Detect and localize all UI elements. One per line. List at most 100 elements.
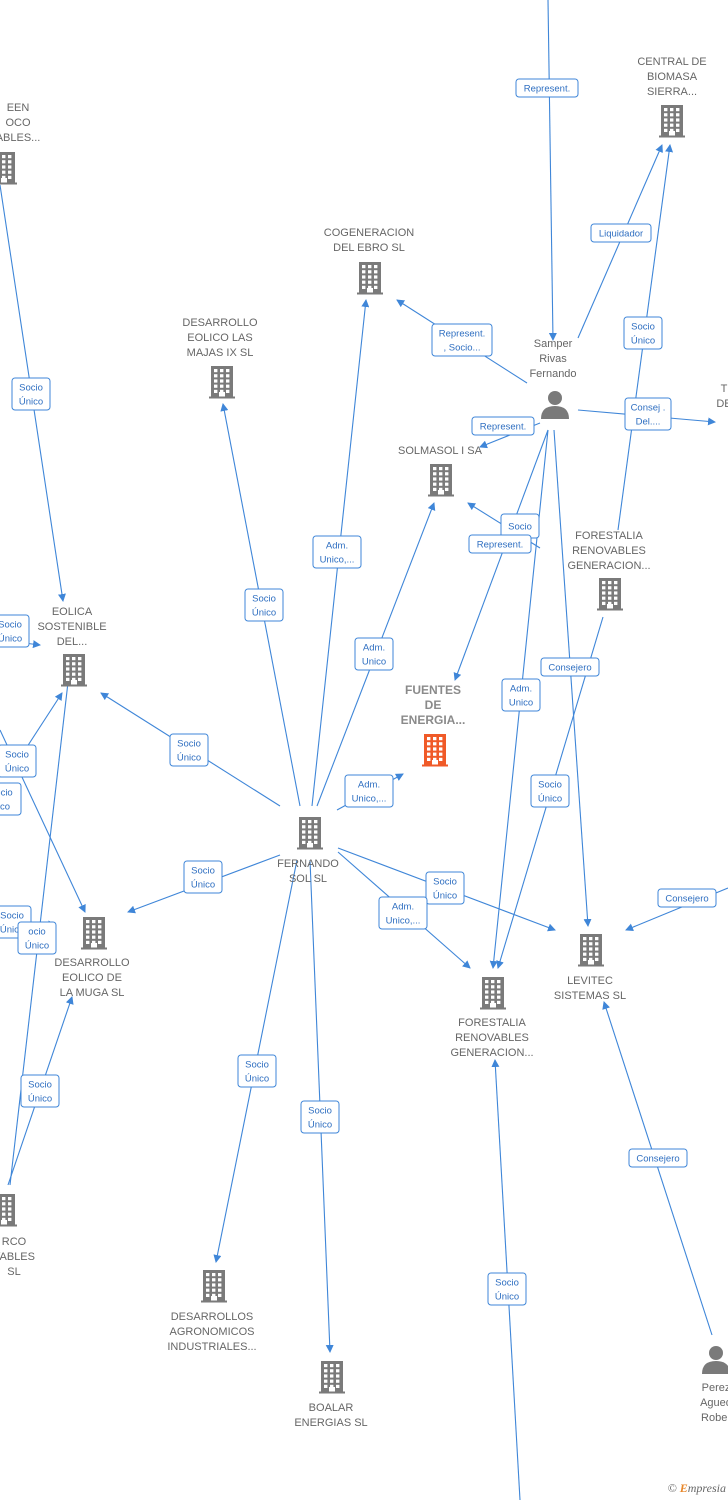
edge-label-text: Único — [308, 1120, 332, 1131]
copyright-symbol: © — [667, 1481, 677, 1495]
brand-name: mpresia — [687, 1481, 726, 1495]
node-forestalia2[interactable]: FORESTALIARENOVABLESGENERACION... — [450, 977, 534, 1059]
node-label: SL — [7, 1266, 20, 1278]
company-building-icon — [659, 105, 685, 138]
edge-label-text: Del.... — [636, 417, 661, 428]
edge-label-text: Único — [245, 1074, 269, 1085]
node-perez[interactable]: PerezAguedRober — [700, 1346, 728, 1424]
edge-label-e-rep-fuentes[interactable]: Represent. — [468, 534, 532, 554]
edge-label-e-consejero-lev[interactable]: Consejero — [657, 888, 717, 908]
node-central[interactable]: CENTRAL DEBIOMASASIERRA... — [637, 56, 707, 138]
edge-label-text: Unico — [509, 698, 533, 709]
edge-label-text: Adm. — [510, 684, 532, 695]
edge-e-socio-f1 — [553, 429, 592, 927]
node-solmasol[interactable]: SOLMASOL I SA — [398, 445, 483, 497]
edge-label-text: ocio — [0, 788, 13, 799]
edge-label-e-adm-fuentes[interactable]: Adm.Unico,... — [344, 774, 394, 808]
edge-label-e-top[interactable]: Represent. — [515, 78, 579, 98]
focus-company-icon — [422, 734, 448, 767]
edge-label-text: Socio — [0, 911, 24, 922]
edge-e-consejero-perez — [602, 1001, 713, 1336]
node-label: DE — [425, 698, 442, 712]
node-label: DESARROLLOS — [171, 1311, 254, 1323]
node-label: Rober — [701, 1412, 728, 1424]
node-label: FERNANDO — [277, 858, 339, 870]
edge-label-box — [624, 397, 672, 431]
edge-label-text: Socio — [508, 522, 532, 533]
company-building-icon — [597, 578, 623, 611]
edge-label-text: Único — [495, 1292, 519, 1303]
company-building-icon — [81, 917, 107, 950]
node-tde[interactable]: TDE — [716, 383, 728, 410]
edge-label-e-consej[interactable]: Consej .Del.... — [624, 397, 672, 431]
edge-label-e-consejero-perez[interactable]: Consejero — [628, 1148, 688, 1168]
node-label: Fernando — [529, 368, 576, 380]
node-label: SIERRA... — [647, 86, 697, 98]
node-label: RENOVABLES — [455, 1032, 529, 1044]
edge-label-text: Unico,... — [352, 794, 387, 805]
node-label: Agued — [700, 1397, 728, 1409]
node-label: Rivas — [539, 353, 567, 365]
edge-label-text: , Socio... — [444, 343, 481, 354]
edge-label-e-socio-left3[interactable]: ocioico — [0, 782, 22, 816]
edge-label-e-adm-cog[interactable]: Adm.Unico,... — [312, 535, 362, 569]
node-fuentes[interactable]: FUENTESDEENERGIA... — [401, 683, 466, 767]
node-label: LEVITEC — [567, 975, 613, 987]
company-building-icon — [319, 1361, 345, 1394]
edge-label-e-liq[interactable]: Liquidador — [590, 223, 652, 243]
node-green[interactable]: EENOCOABLES... — [0, 102, 40, 185]
edge-label-e-adm-solm[interactable]: Adm.Unico — [354, 637, 394, 671]
edge-label-box — [590, 223, 652, 243]
node-eolica[interactable]: EOLICASOSTENIBLEDEL... — [37, 606, 107, 687]
node-label: VABLES — [0, 1251, 35, 1263]
edge-label-box — [623, 316, 663, 350]
edge-label-text: Consejero — [548, 663, 591, 674]
edge-label-box — [471, 416, 535, 436]
node-label: Samper — [534, 338, 573, 350]
edge-label-box — [17, 921, 57, 955]
edge-label-e-rep-solm[interactable]: Represent. — [471, 416, 535, 436]
node-parco[interactable]: RCOVABLESSL — [0, 1194, 35, 1278]
edge-label-e-consejero-f1[interactable]: Consejero — [540, 657, 600, 677]
node-agronomicos[interactable]: DESARROLLOSAGRONOMICOSINDUSTRIALES... — [167, 1270, 257, 1353]
edge-label-text: ocio — [28, 927, 45, 938]
node-label: DESARROLLO — [182, 317, 258, 329]
edge-label-box — [244, 588, 284, 622]
edge-label-e-socio-solm[interactable]: Socio — [500, 513, 540, 539]
edge-label-e-adm-f2[interactable]: Adm.Unico,... — [378, 896, 428, 930]
edge-label-e-rep-cog[interactable]: Represent., Socio... — [431, 323, 493, 357]
edge-label-text: Único — [538, 794, 562, 805]
node-forestalia1[interactable]: FORESTALIARENOVABLESGENERACION... — [567, 530, 651, 611]
edge-label-text: Unico,... — [320, 555, 355, 566]
edge-label-text: Único — [0, 925, 24, 936]
edge-label-box — [628, 1148, 688, 1168]
node-label: EOLICO DE — [62, 972, 122, 984]
node-label: DE — [716, 398, 728, 410]
person-icon — [541, 391, 569, 419]
node-label: GENERACION... — [567, 560, 650, 572]
edge-label-e-adm-samper[interactable]: Adm. Unico — [501, 678, 541, 712]
edge-label-text: Socio — [245, 1060, 269, 1071]
